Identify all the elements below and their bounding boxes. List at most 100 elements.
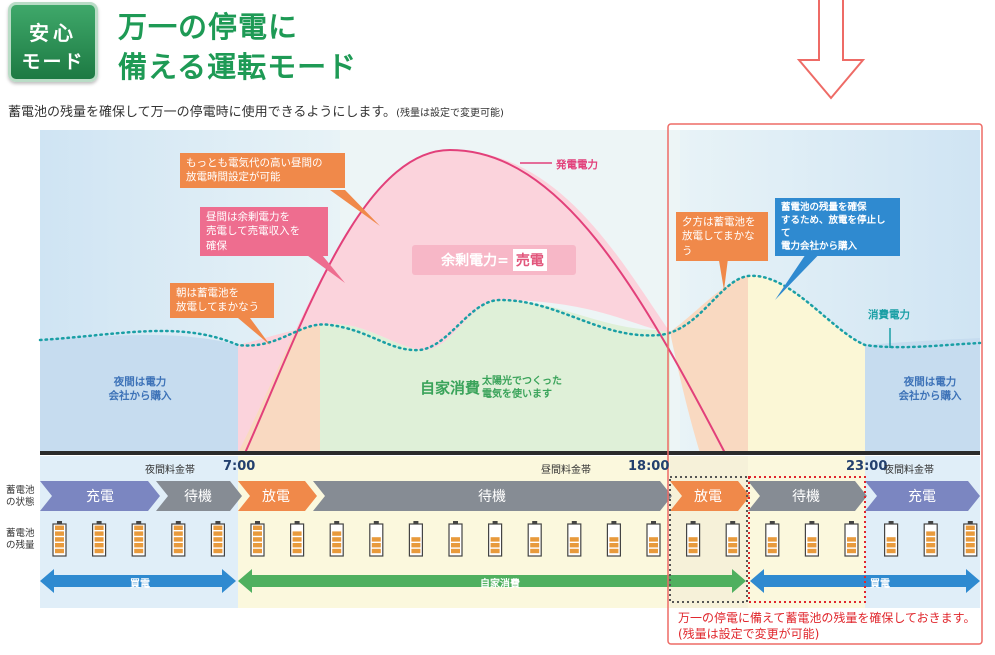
self-sub-l2: 電気を使います	[482, 389, 552, 400]
battery-icon	[250, 521, 265, 557]
sell-callout-pointer	[300, 250, 345, 283]
subtitle-text: 蓄電池の残量を確保して万一の停電時に使用できるようにします。	[8, 105, 397, 120]
night-left-l2: 会社から購入	[108, 390, 172, 403]
time-700-value: 7:00	[223, 459, 256, 474]
evening-discharge-area	[670, 276, 748, 453]
anshin-mode-badge: 安心 モード	[8, 2, 98, 82]
subtitle-note: (残量は設定で変更可能)	[396, 108, 504, 119]
battery-icon	[646, 521, 661, 557]
state-text-discharge-morning: 放電	[262, 489, 290, 505]
callout-morning-l2: 放電してまかなう	[176, 301, 260, 314]
arrow-self-consumption	[238, 569, 746, 593]
time-700: 7:00	[223, 459, 255, 474]
battery-icon	[52, 521, 67, 557]
page-title-line1: 万一の停電に	[118, 10, 299, 44]
battery-icon	[765, 521, 780, 557]
note-line2: (残量は設定で変更が可能)	[678, 627, 820, 642]
arrow-buy-left	[40, 569, 236, 593]
battery-icon	[527, 521, 542, 557]
battery-icon	[408, 521, 423, 557]
callout-sell-l1: 昼間は余剰電力を	[206, 211, 290, 223]
reserve-callout-pointer	[775, 245, 828, 300]
page-subtitle: 蓄電池の残量を確保して万一の停電時に使用できるようにします。(残量は設定で変更可…	[8, 101, 504, 120]
generation-curve	[244, 148, 726, 454]
self-consumption-label: 自家消費	[420, 379, 481, 397]
battery-icon	[804, 521, 820, 557]
evening-dotted-box	[669, 476, 748, 603]
battery-level-row	[52, 521, 978, 557]
callout-peak-setting: もっとも電気代の高い昼間の 放電時間設定が可能	[180, 153, 345, 188]
state-text-standby-reserve: 待機	[792, 489, 820, 505]
generation-label: 発電電力	[556, 159, 598, 171]
callout-peak-l1: もっとも電気代の高い昼間の	[186, 157, 323, 169]
state-discharge-morning	[238, 481, 317, 511]
self-consumption-area	[320, 300, 670, 453]
state-label-l2: の状態	[6, 497, 35, 509]
callout-peak-l2: 放電時間設定が可能	[186, 171, 281, 184]
battery-icon	[488, 521, 503, 557]
state-text-standby-day: 待機	[478, 489, 506, 505]
battery-icon	[91, 521, 107, 557]
state-charge-right	[865, 481, 980, 511]
highlight-frame	[667, 123, 983, 645]
callout-reserve-l3: 電力会社から購入	[781, 241, 858, 253]
badge-line2: モード	[21, 51, 85, 73]
note-line1: 万一の停電に備えて蓄電池の残量を確保しておきます。	[678, 611, 976, 625]
night-left-l1: 夜間は電力	[113, 376, 167, 388]
self-sub-l1: 太陽光でつくった	[482, 376, 562, 387]
battery-icon	[448, 521, 463, 557]
state-label-l1: 蓄電池	[6, 485, 35, 496]
callout-sell-l3: 確保	[206, 239, 227, 252]
callout-reserve-l1: 蓄電池の残量を確保	[781, 202, 867, 213]
self-consumption-sub: 太陽光でつくった 電気を使います	[482, 375, 562, 401]
battery-level-label: 蓄電池 の残量	[6, 528, 35, 553]
battery-icon	[210, 521, 225, 557]
state-text-charge-left: 充電	[86, 489, 114, 505]
arrow-buy-right-label: 買電	[870, 579, 890, 590]
reserve-note: 万一の停電に備えて蓄電池の残量を確保しておきます。 (残量は設定で変更が可能)	[678, 610, 975, 642]
callout-sell-l2: 売電して売電収入を	[206, 225, 301, 238]
level-label-l2: の残量	[6, 540, 35, 552]
battery-icon	[844, 521, 859, 557]
night-left-label: 夜間は電力 会社から購入	[100, 375, 180, 403]
state-text-discharge-evening: 放電	[694, 489, 722, 505]
battery-icon	[171, 521, 186, 557]
callout-evening-l1: 夕方は蓄電池を	[682, 216, 756, 228]
battery-icon	[923, 521, 938, 557]
sell-label: 売電	[512, 249, 547, 271]
graph-baseline	[40, 451, 980, 455]
callout-reserve: 蓄電池の残量を確保 するため、放電を停止して 電力会社から購入	[775, 198, 900, 257]
callout-morning: 朝は蓄電池を 放電してまかなう	[170, 283, 274, 318]
time-1800-value: 18:00	[628, 459, 670, 474]
surplus-label: 余剰電力=	[441, 253, 509, 269]
battery-icon	[290, 521, 305, 557]
night-rate-left: 夜間料金帯	[145, 465, 195, 476]
callout-evening: 夕方は蓄電池を 放電してまかなう	[676, 212, 768, 262]
consumption-label: 消費電力	[868, 309, 910, 321]
night-right-l2: 会社から購入	[898, 390, 962, 403]
night-rate-right: 夜間料金帯	[884, 465, 934, 476]
callout-reserve-l2: するため、放電を停止して	[781, 215, 886, 240]
battery-icon	[883, 521, 899, 557]
consumption-curve	[38, 274, 982, 352]
badge-line1: 安心	[29, 21, 77, 45]
down-arrow-icon	[796, 0, 866, 100]
arrow-buy-left-label: 買電	[130, 579, 150, 590]
state-standby-day	[313, 481, 672, 511]
callout-morning-l1: 朝は蓄電池を	[176, 287, 239, 299]
morning-callout-pointer	[238, 318, 270, 345]
state-standby-reserve	[748, 481, 867, 511]
battery-icon	[567, 521, 582, 557]
battery-icon	[369, 521, 384, 557]
callout-sell-surplus: 昼間は余剰電力を 売電して売電収入を 確保	[200, 207, 328, 257]
night-left-area	[40, 335, 238, 453]
state-text-standby-left: 待機	[184, 489, 212, 505]
battery-icon	[963, 521, 978, 557]
page-title-line2: 備える運転モード	[118, 50, 358, 84]
time-2300-value: 23:00	[846, 459, 888, 474]
callout-evening-l2: 放電してまかなう	[682, 230, 755, 257]
state-discharge-evening	[670, 481, 750, 511]
surplus-area	[238, 150, 670, 453]
reserve-area	[748, 275, 865, 453]
